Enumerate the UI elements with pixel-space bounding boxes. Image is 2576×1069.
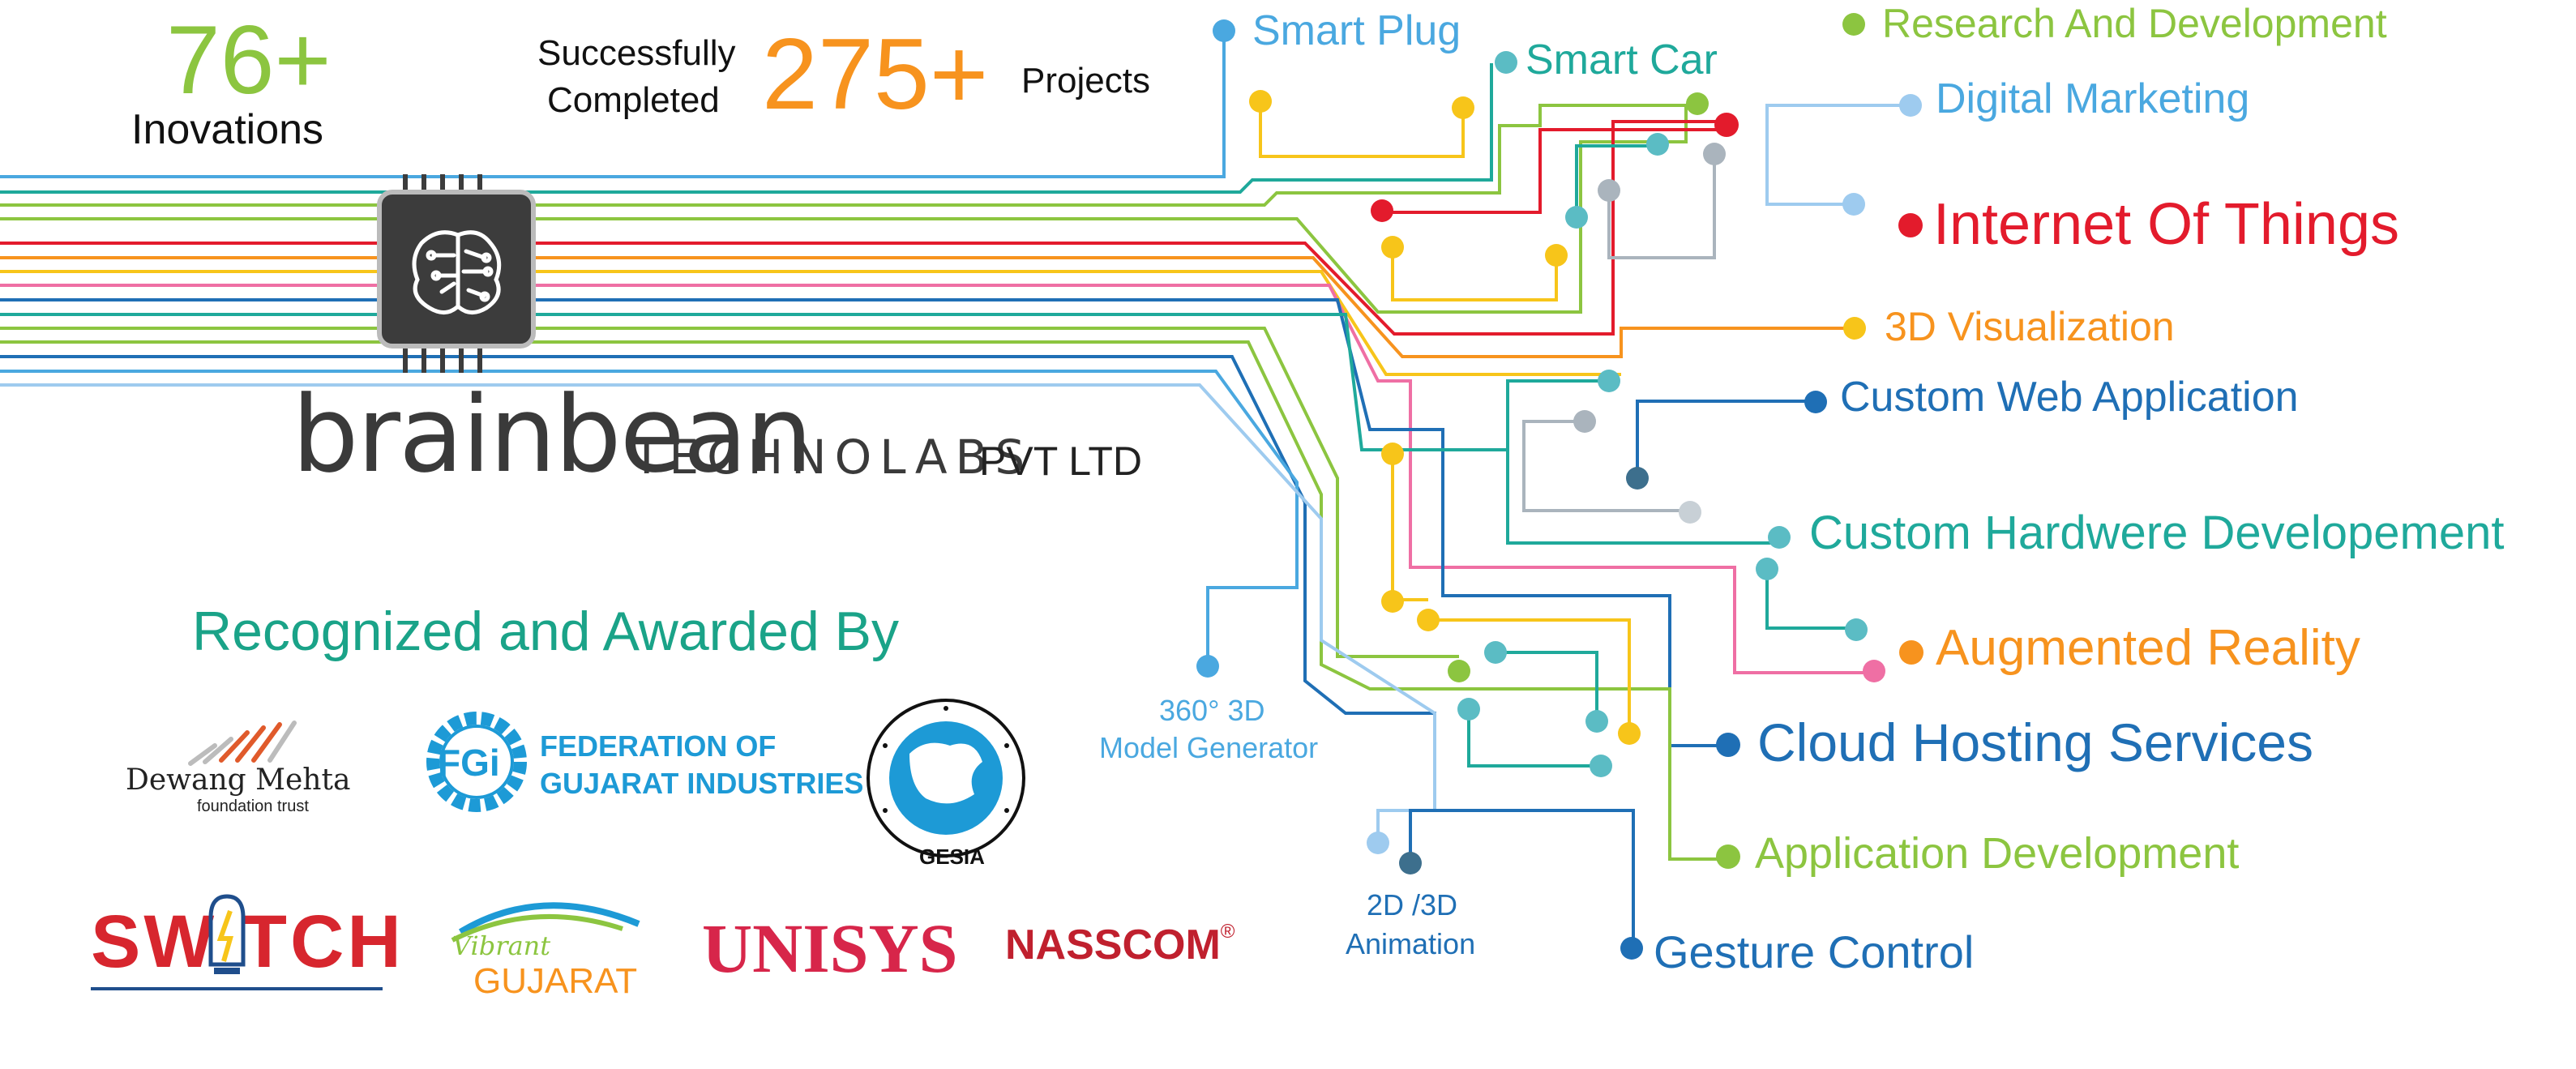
brand-name-main: brainbean bbox=[292, 373, 813, 496]
completed-line-1: Successfully bbox=[537, 33, 736, 73]
innovations-count: 76+ bbox=[166, 6, 332, 114]
switch-logo: SW TCH bbox=[91, 894, 401, 997]
service-research-development: Research And Development bbox=[1882, 1, 2387, 46]
unisys-logo: UNISYS bbox=[702, 909, 958, 987]
service-custom-hardware: Custom Hardwere Developement bbox=[1809, 507, 2505, 559]
fgi-line-1: FEDERATION OF bbox=[540, 729, 777, 763]
completed-line-2: Completed bbox=[547, 80, 720, 120]
projects-label: Projects bbox=[1021, 61, 1150, 100]
vibrant-swoosh bbox=[451, 902, 640, 943]
projects-count: 275+ bbox=[762, 19, 989, 130]
nasscom-logo: NASSCOM® bbox=[1005, 921, 1235, 969]
dewang-sub: foundation trust bbox=[197, 797, 309, 815]
service-digital-marketing: Digital Marketing bbox=[1936, 75, 2250, 122]
service-smart-plug: Smart Plug bbox=[1252, 7, 1461, 54]
vibrant-gujarat-logo: Vibrant GUJARAT bbox=[444, 892, 655, 1005]
vibrant-script: Vibrant bbox=[452, 930, 551, 961]
brand-name-suffix: PVT LTD bbox=[979, 438, 1142, 484]
gesia-seal bbox=[867, 699, 1025, 857]
fgi-logo: FGi FEDERATION OF GUJARAT INDUSTRIES bbox=[420, 705, 863, 819]
gesia-logo: GESIA bbox=[861, 697, 1031, 869]
service-360-3d: 360° 3D bbox=[1159, 694, 1265, 727]
recognition-heading: Recognized and Awarded By bbox=[192, 601, 900, 662]
dewang-mehta-mark bbox=[188, 721, 297, 766]
brand-name-sub: TECHNOLABS bbox=[632, 430, 1033, 485]
nasscom-registered-mark: ® bbox=[1220, 921, 1235, 943]
service-model-generator: Model Generator bbox=[1099, 731, 1319, 764]
bulb-icon bbox=[208, 894, 246, 974]
service-smart-car: Smart Car bbox=[1525, 36, 1718, 83]
switch-text: SW TCH bbox=[91, 900, 404, 983]
service-3d-visualization: 3D Visualization bbox=[1885, 304, 2175, 349]
dewang-mehta-logo: Dewang Mehta foundation trust bbox=[126, 713, 350, 819]
fgi-line-2: GUJARAT INDUSTRIES bbox=[540, 767, 864, 800]
service-animation: Animation bbox=[1346, 927, 1476, 960]
service-cloud-hosting: Cloud Hosting Services bbox=[1757, 712, 2313, 772]
dewang-name: Dewang Mehta bbox=[126, 763, 351, 797]
fgi-mark: FGi bbox=[438, 742, 500, 784]
gear-icon bbox=[426, 712, 527, 812]
innovations-label: Inovations bbox=[131, 106, 324, 153]
switch-underline bbox=[91, 987, 383, 990]
service-application-development: Application Development bbox=[1755, 829, 2240, 878]
service-internet-of-things: Internet Of Things bbox=[1933, 192, 2399, 257]
service-2d-3d: 2D /3D bbox=[1367, 888, 1458, 921]
nasscom-text: NASSCOM bbox=[1005, 921, 1221, 969]
vibrant-word: GUJARAT bbox=[473, 961, 638, 1001]
service-augmented-reality: Augmented Reality bbox=[1936, 620, 2360, 676]
service-custom-web-application: Custom Web Application bbox=[1840, 374, 2299, 421]
service-gesture-control: Gesture Control bbox=[1654, 926, 1975, 977]
gesia-text: GESIA bbox=[919, 845, 985, 869]
